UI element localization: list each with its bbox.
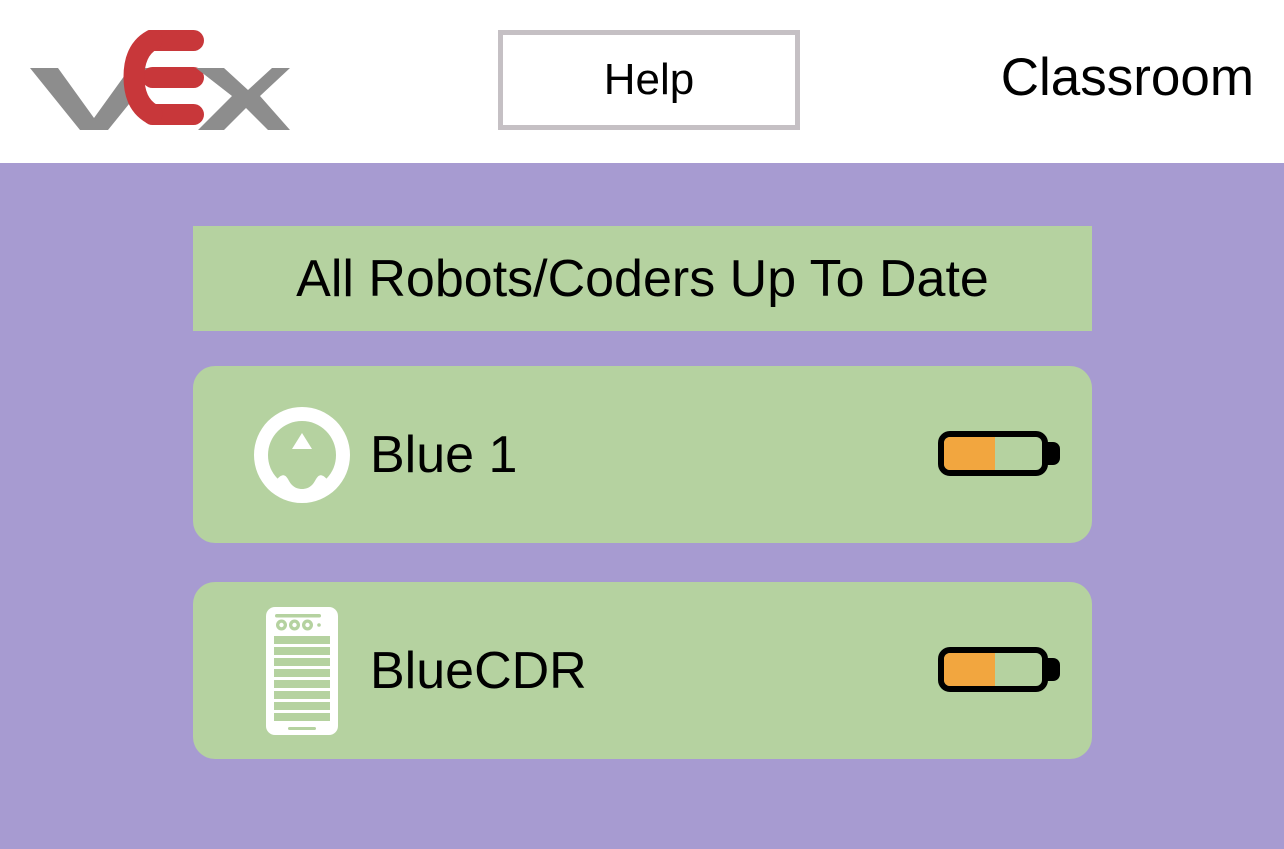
- device-name: Blue 1: [370, 425, 518, 484]
- vex-logo: [28, 30, 290, 130]
- help-button-wrapper: Help: [498, 30, 800, 130]
- status-banner-text: All Robots/Coders Up To Date: [296, 249, 989, 308]
- coder-device-icon: [252, 606, 352, 736]
- app-header: Help Classroom: [0, 0, 1284, 163]
- robot-brain-icon-svg: [254, 406, 350, 503]
- main-content: All Robots/Coders Up To Date Blue 1: [0, 163, 1284, 849]
- battery-indicator: [938, 430, 1060, 479]
- device-name: BlueCDR: [370, 641, 587, 700]
- battery-fill: [944, 652, 995, 686]
- status-banner: All Robots/Coders Up To Date: [193, 226, 1092, 331]
- battery-body: [938, 430, 1048, 476]
- help-button[interactable]: Help: [498, 30, 800, 130]
- battery-body: [938, 646, 1048, 692]
- battery-fill: [944, 436, 995, 470]
- classroom-mode-label: Classroom: [1000, 48, 1254, 107]
- device-card-coder[interactable]: BlueCDR: [193, 582, 1092, 759]
- device-card-robot[interactable]: Blue 1: [193, 366, 1092, 543]
- vex-logo-icon: [30, 30, 290, 130]
- battery-cap: [1046, 441, 1060, 465]
- help-button-label: Help: [603, 55, 695, 104]
- robot-brain-icon: [252, 390, 352, 520]
- battery-indicator: [938, 646, 1060, 695]
- battery-cap: [1046, 657, 1060, 681]
- coder-device-icon-svg: [266, 606, 338, 735]
